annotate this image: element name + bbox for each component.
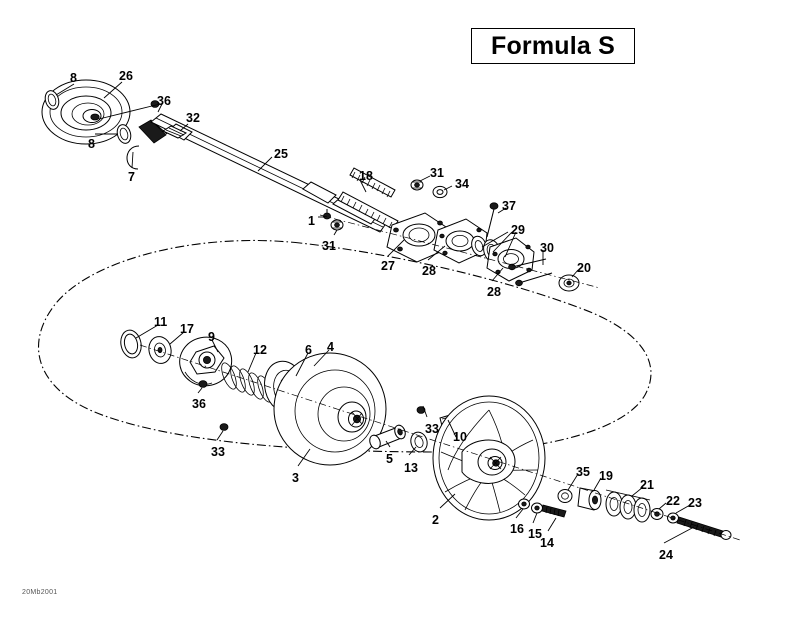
callout-10: 10	[453, 430, 467, 444]
washer-34	[432, 185, 448, 199]
snap-ring-11	[120, 329, 142, 359]
callout-28-right: 28	[487, 285, 501, 299]
nut-36-cam	[198, 380, 208, 388]
screw-37	[486, 202, 499, 238]
callout-18: 18	[359, 169, 373, 183]
callout-21: 21	[640, 478, 654, 492]
fixed-sheave-fan-2	[432, 395, 546, 521]
bolt-long-24	[676, 516, 732, 540]
callout-1: 1	[308, 214, 315, 228]
washer-23	[667, 512, 679, 524]
callout-2: 2	[432, 513, 439, 527]
callout-5: 5	[386, 452, 393, 466]
o-ring-8-lower	[116, 124, 132, 144]
nut-31-upper	[410, 179, 424, 191]
callout-34: 34	[455, 177, 469, 191]
spline-band-18	[337, 191, 399, 230]
o-ring-8-upper	[44, 90, 60, 110]
callout-24: 24	[659, 548, 673, 562]
bolt-stack-14-15-16	[518, 498, 567, 518]
callout-27: 27	[381, 259, 395, 273]
callout-12: 12	[253, 343, 267, 357]
callout-19: 19	[599, 469, 613, 483]
callout-15: 15	[528, 527, 542, 541]
thrust-washer-17	[148, 336, 172, 364]
nut-31-lower	[330, 219, 344, 231]
callout-33-hub: 33	[425, 422, 439, 436]
drive-pulley-flange-26	[41, 79, 131, 145]
callout-37: 37	[502, 199, 516, 213]
bushing-19	[577, 487, 602, 511]
callout-13: 13	[404, 461, 418, 475]
callout-11: 11	[154, 315, 168, 329]
callout-6: 6	[305, 343, 312, 357]
diagram-title: Formula S	[490, 31, 616, 60]
callout-36-cam: 36	[192, 397, 206, 411]
callout-16: 16	[510, 522, 524, 536]
callout-32: 32	[186, 111, 200, 125]
document-id: 20Mb2001	[22, 589, 58, 596]
bearing-flange-28-right	[486, 237, 535, 282]
bearing-flange-27	[386, 212, 450, 263]
retaining-clip-7	[126, 145, 140, 170]
bolt-set-30	[508, 258, 553, 287]
washer-stack-21	[605, 489, 651, 523]
callout-3: 3	[292, 471, 299, 485]
callout-36-upper: 36	[157, 94, 171, 108]
callout-14: 14	[540, 536, 554, 550]
callout-31-upper: 31	[430, 166, 444, 180]
callout-22: 22	[666, 494, 680, 508]
nut-33-sheave	[219, 423, 229, 431]
nut-33-hub	[416, 406, 426, 414]
leader-lines	[55, 81, 695, 544]
drive-belt-outline	[37, 239, 652, 453]
key-32	[161, 125, 188, 139]
callout-31-lower: 31	[322, 239, 336, 253]
washer-35	[557, 489, 573, 503]
callout-20: 20	[577, 261, 591, 275]
callout-25: 25	[274, 147, 288, 161]
callout-9: 9	[208, 330, 215, 344]
flat-washer-13	[410, 431, 428, 453]
callout-35: 35	[576, 465, 590, 479]
callout-7: 7	[128, 170, 135, 184]
callout-29: 29	[511, 223, 525, 237]
callout-4: 4	[327, 340, 334, 354]
movable-sheave-3	[273, 352, 387, 466]
grease-fitting-1	[322, 209, 331, 220]
callout-33-sheave: 33	[211, 445, 225, 459]
callout-23: 23	[688, 496, 702, 510]
callout-8-upper: 8	[70, 71, 77, 85]
diagram-title-box: Formula S	[471, 28, 635, 64]
callout-26: 26	[119, 69, 133, 83]
bushing-20	[558, 274, 580, 292]
callout-28-mid: 28	[422, 264, 436, 278]
assembly-centerlines	[139, 214, 741, 541]
callout-8-lower: 8	[88, 137, 95, 151]
sleeve-bushing-5	[369, 424, 406, 450]
nut-22	[650, 508, 664, 520]
callout-17: 17	[180, 322, 194, 336]
cam-slider-9	[179, 336, 233, 387]
spline-band-18-upper	[349, 167, 396, 198]
callout-30: 30	[540, 241, 554, 255]
